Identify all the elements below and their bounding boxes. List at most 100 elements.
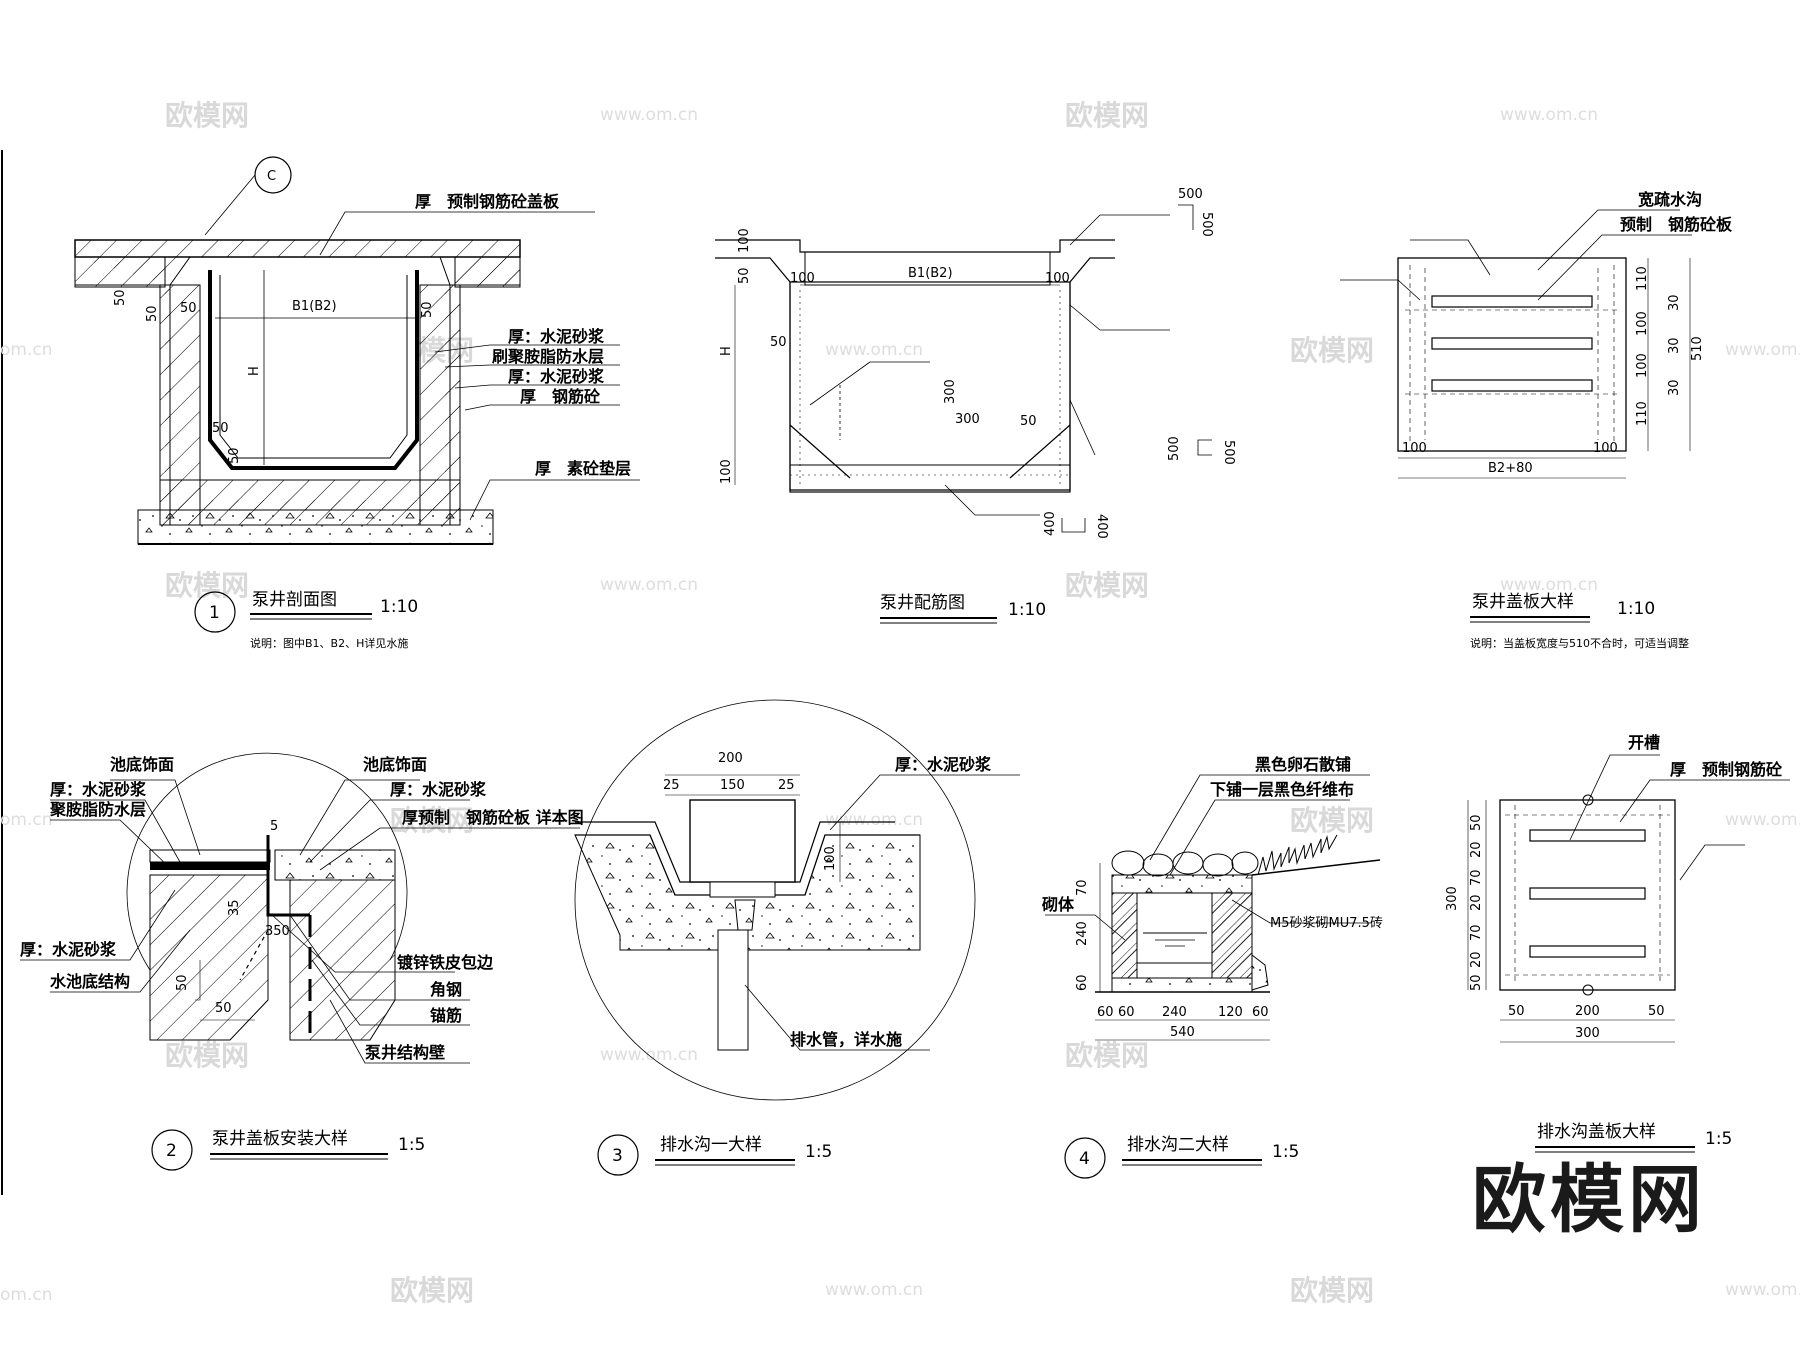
blinding-layer (137, 509, 494, 545)
detail-pump-well-section: B1(B2) H 50 50 50 50 50 50 C 厚 预制钢筋砼盖板 厚… (74, 156, 640, 650)
label-cement-mortar: 厚：水泥砂浆 (20, 940, 117, 959)
dim-300: 300 (1445, 886, 1460, 911)
rebar-cage (789, 281, 1071, 493)
detail-number: 3 (612, 1146, 623, 1166)
label-drain-pipe: 排水管，详水施 (790, 1030, 902, 1049)
dim-400: 400 (1043, 511, 1058, 536)
dim-25: 25 (778, 778, 795, 793)
label-precast-slab: 预制 钢筋砼板 (1620, 215, 1733, 234)
watermark-logo: 欧模网 (1065, 569, 1149, 602)
label-pool-finish: 池底饰面 (110, 755, 174, 774)
detail-scale: 1:5 (398, 1135, 425, 1155)
label-galvanized-edge: 镀锌铁皮包边 (397, 953, 494, 972)
dim-300: 300 (943, 379, 958, 404)
detail-pump-well-rebar: B1(B2) H 100 50 100 100 50 50 100 500 50… (715, 187, 1236, 624)
detail-scale: 1:5 (805, 1142, 832, 1162)
dim-50: 50 (113, 289, 128, 306)
channel-void (689, 799, 796, 883)
dim-50: 50 (227, 447, 242, 464)
label-precast-slab: 厚预制 钢筋砼板 详本图 (402, 808, 584, 827)
dim-b2-80: B2+80 (1488, 461, 1533, 476)
watermark-url: om.cn (0, 810, 53, 830)
watermark-logo: 欧模网 (165, 99, 249, 132)
label-anchor-bar: 锚筋 (430, 1006, 462, 1025)
watermark-url: www.om.cn (825, 810, 923, 830)
slot (1431, 337, 1593, 350)
detail-title: 泵井配筋图 (880, 593, 965, 613)
dim-200: 200 (1575, 1004, 1600, 1019)
dim-500: 500 (1199, 212, 1214, 237)
detail-circle (574, 699, 976, 1101)
dim-200: 200 (718, 751, 743, 766)
label-slot: 开槽 (1628, 733, 1660, 752)
label-cement-mortar: 厚：水泥砂浆 (390, 780, 487, 799)
cover-plate-outline (1499, 799, 1676, 991)
dim-100: 100 (1045, 271, 1070, 286)
watermark-url: www.om.cn (825, 1280, 923, 1300)
pebble (1142, 853, 1174, 877)
dim-100: 100 (1402, 441, 1427, 456)
detail-scale: 1:10 (380, 597, 418, 617)
dim-20: 20 (1469, 951, 1484, 968)
dim-50: 50 (770, 335, 787, 350)
pebble (1231, 851, 1259, 875)
dim-100: 100 (1635, 353, 1650, 378)
dim-30: 30 (1667, 337, 1682, 354)
label-cement-mortar: 厚：水泥砂浆 (50, 780, 147, 799)
dim-60: 60 (1118, 1005, 1135, 1020)
slot (1431, 295, 1593, 308)
watermark-url: www.om.cn (1725, 1280, 1800, 1300)
label-blinding: 厚 素砼垫层 (535, 459, 631, 478)
watermark-url: www.om.cn (1500, 105, 1598, 125)
dim-110: 110 (1635, 401, 1650, 426)
label-precast-rc: 厚 预制钢筋砼 (1670, 760, 1782, 779)
dim-h: H (247, 366, 262, 376)
detail-title: 排水沟盖板大样 (1537, 1122, 1656, 1142)
label-pu-waterproof: 聚胺脂防水层 (49, 800, 146, 819)
dim-b1b2: B1(B2) (908, 266, 953, 281)
watermark-logo: 欧模网 (1065, 99, 1149, 132)
slot (1431, 379, 1593, 392)
detail-ditch-cover: 50 20 70 20 70 20 50 300 50 200 50 300 开… (1445, 733, 1790, 1153)
dim-100: 100 (790, 271, 815, 286)
dim-70: 70 (1469, 869, 1484, 886)
dim-100: 100 (737, 228, 752, 253)
detail-title: 泵井剖面图 (252, 590, 337, 610)
angle-steel (266, 835, 310, 917)
detail-cover-installation: 5 35 350 50 50 池底饰面 厚：水泥砂浆 聚胺脂防水层 厚：水泥砂浆… (20, 752, 584, 1171)
dim-50: 50 (180, 301, 197, 316)
dim-20: 20 (1469, 841, 1484, 858)
slot (1529, 887, 1646, 900)
dim-50: 50 (1469, 974, 1484, 991)
watermark-url: om.cn (0, 1285, 53, 1305)
dim-500: 500 (1221, 440, 1236, 465)
detail-number-bubble (194, 591, 236, 633)
dim-100: 100 (823, 846, 838, 871)
dim-50: 50 (1508, 1004, 1525, 1019)
detail-pump-well-cover: 110 30 100 30 100 30 110 510 100 100 B2+… (1340, 190, 1733, 650)
dim-100: 100 (1593, 441, 1618, 456)
detail-drain-ditch-1: 200 25 150 25 100 厚：水泥砂浆 排水管，详水施 3 排水沟一大… (574, 699, 1020, 1176)
dim-50: 50 (145, 305, 160, 322)
finish-layer (149, 849, 271, 863)
label-angle-steel: 角钢 (430, 980, 462, 999)
dim-400: 400 (1094, 514, 1109, 539)
watermark-logo: 欧模网 (165, 569, 249, 602)
callout-c: C (267, 169, 276, 184)
label-drain-ditch: 宽疏水沟 (1638, 190, 1702, 209)
watermark-url: www.om.cn (1500, 575, 1598, 595)
dim-50: 50 (215, 1001, 232, 1016)
label-pool-finish: 池底饰面 (363, 755, 427, 774)
dim-35: 35 (227, 899, 242, 916)
ditch-channel (1136, 892, 1213, 964)
dim-50: 50 (212, 421, 229, 436)
slot (1529, 829, 1646, 842)
detail-title: 排水沟二大样 (1127, 1135, 1229, 1155)
label-well-wall: 泵井结构壁 (364, 1043, 445, 1062)
label-pu-waterproof: 刷聚胺脂防水层 (492, 347, 604, 366)
dim-50: 50 (1648, 1004, 1665, 1019)
detail-title: 排水沟一大样 (660, 1135, 762, 1155)
drain-pipe (717, 929, 749, 1051)
detail-number-bubble (1064, 1137, 1106, 1179)
